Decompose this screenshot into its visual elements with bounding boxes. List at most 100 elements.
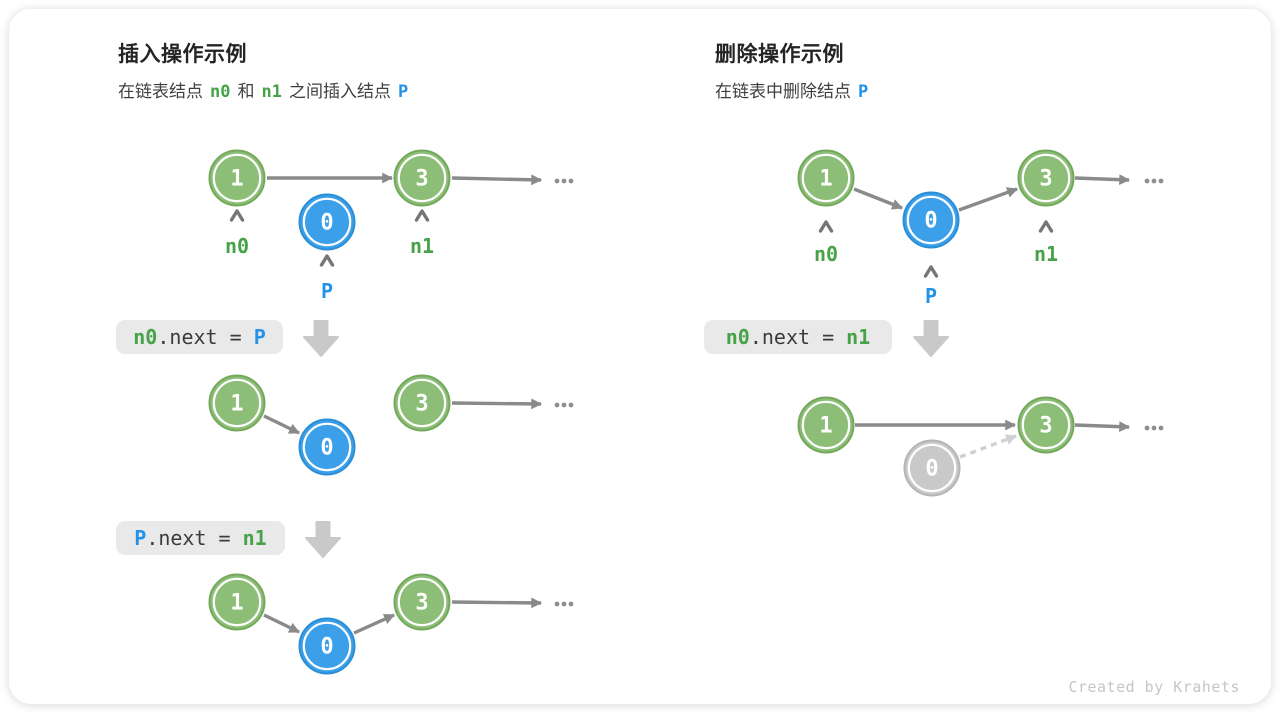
node-value: 0 (320, 211, 333, 236)
code-insert-step1: n0.next = P (116, 320, 283, 354)
code-insert-step2: P.next = n1 (116, 521, 285, 555)
caret-icon (1038, 220, 1054, 233)
ellipsis-dot (568, 601, 574, 607)
ellipsis-dot (561, 601, 567, 607)
list-node-blue: 0 (298, 193, 356, 251)
node-circle (1017, 396, 1075, 454)
ellipsis-dot (554, 178, 560, 184)
list-node-gray: 0 (903, 439, 961, 497)
code-insert-step2-green-part: n1 (242, 526, 267, 550)
node-inner-ring (801, 153, 851, 203)
list-node-green: 3 (393, 573, 451, 631)
node-circle (1017, 149, 1075, 207)
list-node-green: 3 (1017, 149, 1075, 207)
node-circle (393, 374, 451, 432)
node-value: 1 (230, 167, 243, 192)
down-block-arrow-icon (305, 521, 341, 558)
node-label-P: P (321, 279, 333, 303)
pointer-arrow (263, 613, 300, 634)
list-node-green: 1 (208, 149, 266, 207)
node-circle (208, 573, 266, 631)
node-circle (298, 193, 356, 251)
node-value: 0 (925, 457, 938, 482)
node-circle (298, 617, 356, 675)
node-inner-ring (212, 153, 262, 203)
node-inner-ring (302, 422, 352, 472)
pointer-arrow (451, 398, 543, 410)
code-insert-step2-plain-part: .next = (146, 526, 243, 550)
ellipsis-dot (1144, 425, 1150, 431)
ellipsis-dot (554, 601, 560, 607)
node-inner-ring (397, 577, 447, 627)
list-node-blue: 0 (298, 418, 356, 476)
node-circle (393, 573, 451, 631)
list-node-blue: 0 (902, 191, 960, 249)
node-circle (298, 418, 356, 476)
insert-section-subtitle-green-part: n1 (261, 82, 282, 102)
caret-icon (414, 209, 430, 222)
code-delete-step1-plain-part: .next = (749, 325, 847, 349)
node-label-n0: n0 (225, 234, 249, 258)
node-circle (797, 396, 855, 454)
node-inner-ring (906, 195, 956, 245)
insert-section-subtitle-plain-part: 之间插入结点 (288, 82, 391, 101)
pointer-arrow (263, 414, 300, 435)
delete-section-subtitle-blue-part: P (858, 82, 869, 102)
node-circle (903, 439, 961, 497)
down-block-arrow-icon (913, 320, 949, 357)
ellipsis-icon (554, 402, 574, 408)
insert-section-subtitle-plain-part: 和 (237, 82, 255, 101)
pointer-arrow (1074, 421, 1131, 433)
ellipsis-dot (1158, 178, 1164, 184)
list-node-green: 1 (797, 149, 855, 207)
node-inner-ring (907, 443, 957, 493)
code-delete-step1-green-part: n0 (725, 325, 750, 349)
node-circle (393, 149, 451, 207)
insert-section-title: 插入操作示例 (118, 43, 247, 66)
node-inner-ring (1021, 153, 1071, 203)
node-value: 0 (320, 635, 333, 660)
ellipsis-dot (561, 178, 567, 184)
code-insert-step1-blue-part: P (253, 325, 266, 349)
node-inner-ring (397, 378, 447, 428)
caret-icon (818, 220, 834, 233)
node-value: 0 (924, 209, 937, 234)
node-circle (208, 149, 266, 207)
node-inner-ring (397, 153, 447, 203)
code-insert-step1-plain-part: .next = (157, 325, 254, 349)
ellipsis-icon (554, 601, 574, 607)
node-value: 3 (415, 167, 428, 192)
node-value: 1 (230, 392, 243, 417)
list-node-blue: 0 (298, 617, 356, 675)
ellipsis-icon (554, 178, 574, 184)
code-delete-step1-green-part: n1 (846, 325, 871, 349)
ellipsis-dot (568, 178, 574, 184)
code-insert-step1-green-part: n0 (133, 325, 158, 349)
node-label-n1: n1 (410, 234, 434, 258)
ellipsis-icon (1144, 425, 1164, 431)
list-node-green: 1 (797, 396, 855, 454)
pointer-arrow (451, 174, 543, 186)
list-node-green: 3 (393, 149, 451, 207)
ellipsis-dot (1151, 425, 1157, 431)
insert-section-subtitle-blue-part: P (397, 82, 409, 102)
node-value: 0 (320, 436, 333, 461)
caret-icon (319, 254, 335, 267)
node-value: 3 (1039, 167, 1052, 192)
ellipsis-dot (1151, 178, 1157, 184)
delete-section-subtitle-plain-part: 在链表中删除结点 (715, 82, 851, 101)
node-label-n0: n0 (814, 242, 838, 266)
list-node-green: 3 (393, 374, 451, 432)
delete-section-title: 删除操作示例 (715, 43, 844, 66)
node-label-P: P (925, 284, 937, 308)
caret-icon (229, 209, 245, 222)
node-inner-ring (212, 378, 262, 428)
pointer-arrow (958, 187, 1019, 212)
node-value: 1 (230, 591, 243, 616)
ellipsis-dot (561, 402, 567, 408)
list-node-green: 1 (208, 573, 266, 631)
node-inner-ring (302, 621, 352, 671)
node-circle (208, 374, 266, 432)
